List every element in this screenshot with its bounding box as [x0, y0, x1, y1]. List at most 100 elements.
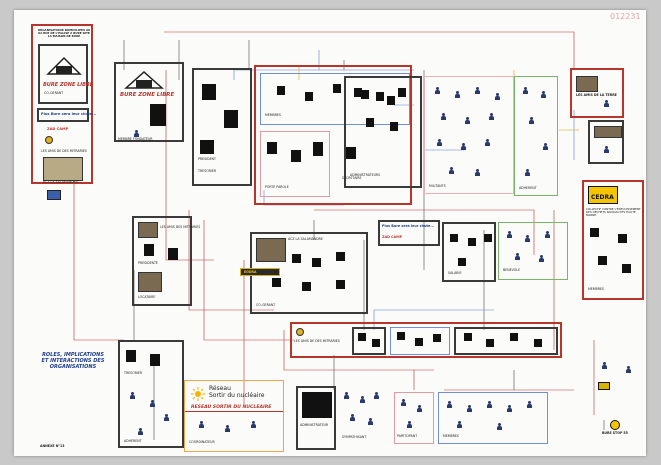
amis-terre-box: LES AMIS DE LA TERRE — [570, 68, 624, 118]
green-group: ADHERENT — [514, 76, 558, 196]
salamandre-photo — [43, 157, 83, 181]
small-badge — [598, 382, 610, 390]
label-acz-salamandre: ACZ LA SALAMANDRE — [288, 237, 323, 241]
label-salarie: SALARIE — [448, 271, 462, 275]
bure-zone-libre-logo-icon-2 — [124, 70, 164, 89]
reseau-line1: Réseau — [209, 385, 231, 392]
page-number: 012231 — [610, 12, 641, 21]
diagram-sheet: 012231 ORGANISATIONS DOMICILIEES AU 02 R… — [14, 10, 646, 456]
blue-group-bottom: MEMBRES — [438, 392, 548, 444]
label-secretaire: SECRETAIRE — [342, 176, 362, 180]
label-administrateurs: ADMINISTRATEURS — [350, 173, 381, 177]
org-box-lower-left: TRESORIER ADHERENT — [118, 340, 184, 448]
plus-bure-box-2: Plus Bure sera leur chute... ZAD CAMP — [378, 220, 440, 246]
person-icon — [134, 130, 139, 137]
label-co-gerant: CO-GERANT — [44, 91, 64, 95]
org-box-bottom-center: ADMINISTRATEUR — [296, 386, 336, 450]
reseau-line2: Sortir du nucléaire — [209, 392, 265, 399]
amis-terre-label: LES AMIS DE LA TERRE — [576, 93, 617, 97]
org-box-central-left: PRESIDENT TRESORIER — [192, 68, 252, 186]
redacted-photo — [202, 84, 216, 100]
domiciled-orgs-title: ORGANISATIONS DOMICILIEES AU 02 RUE DE L… — [37, 28, 91, 39]
org-box-red-center: MEMBRES PORTE PAROLE SECRETAIRE — [254, 65, 412, 205]
diagram-title: ROLES, IMPLICATIONS ET INTERACTIONS DES … — [41, 352, 105, 370]
label-benevole: BENEVOLE — [503, 268, 521, 272]
label-locataire: LOCATAIRE — [138, 295, 156, 299]
label-president: PRESIDENT — [198, 157, 216, 161]
house-icon — [47, 190, 61, 200]
bure-stop-logo-icon — [610, 420, 620, 430]
green-group-2: BENEVOLE — [498, 222, 568, 280]
redacted-photo — [224, 110, 238, 128]
label-administrateur: ADMINISTRATEUR — [300, 423, 329, 427]
label-coordinateur: COORDINATEUR — [189, 440, 215, 444]
plus-bure-box: Plus Bure sera leur chute... — [37, 108, 96, 122]
plus-bure-text-2: Plus Bure sera leur chute... — [382, 224, 435, 228]
label-militants: MILITANTS — [429, 184, 446, 188]
label-sympathisant: SYMPATHISANT — [342, 435, 367, 439]
label-membres-bottom: MEMBRES — [443, 434, 459, 438]
cedra-box: CEDRA COLLECTIF CONTRE L'ENFOUISSEMENT D… — [582, 180, 644, 300]
label-les-amis-2: LES AMIS DES MITRARIES — [160, 225, 201, 229]
label-tresorier-2: TRESORIER — [124, 371, 143, 375]
pink-group: PORTE PAROLE — [260, 131, 330, 197]
blue-group: MEMBRES — [260, 73, 410, 125]
redacted-photo — [150, 104, 166, 126]
small-org-box-right — [588, 120, 624, 164]
label-adherent: ADHERENT — [519, 186, 537, 190]
pink-group-bottom: PARTICIPANT — [394, 392, 434, 444]
bure-zone-libre-title-left: BURE ZONE LIBRE — [43, 82, 94, 88]
org-photo — [256, 238, 286, 262]
label-membre-fondateur: MEMBRE FONDATEUR — [118, 137, 153, 141]
collectif-cedra-label: COLLECTIF CONTRE L'ENFOUISSEMENT DES DEC… — [586, 207, 641, 218]
label-tresorier: TRESORIER — [198, 169, 217, 173]
org-box-mid-left: LES AMIS DES MITRARIES PRESIDENTE LOCATA… — [132, 216, 200, 306]
eodra-text: EODRA — [244, 270, 257, 274]
bure-zone-libre-title: BURE ZONE LIBRE — [120, 92, 175, 98]
domiciled-orgs-box: ORGANISATIONS DOMICILIEES AU 02 RUE DE L… — [31, 24, 96, 184]
reseau-sortir-box: Réseau Sortir du nucléaire RESEAU SORTIR… — [184, 380, 284, 452]
label-president-2: PRESIDENTE — [138, 261, 158, 265]
org-box-mid-center: ACZ LA SALAMANDRE CO-GERANT — [250, 232, 368, 314]
cedra-logo: CEDRA — [588, 186, 618, 204]
les-amis-logo-icon — [45, 136, 53, 144]
redacted-photo — [302, 392, 332, 418]
eodra-badge: EODRA — [240, 268, 280, 276]
acz-salamandre-label: ACZ LA SALAMANDRE — [43, 180, 78, 184]
label-participant: PARTICIPANT — [397, 434, 418, 438]
zad-camp-label: ZAD CAMP — [382, 235, 403, 239]
label-porte-parole: PORTE PAROLE — [265, 185, 289, 189]
zad-camp-label-left: ZAD CAMP — [47, 127, 69, 131]
subgroup-2 — [390, 327, 450, 355]
org-box-black-center: ADMINISTRATEURS — [344, 76, 422, 188]
subgroup-3 — [454, 327, 558, 355]
bure-zone-libre-logo-icon — [46, 56, 82, 75]
cedra-logo-text: CEDRA — [591, 194, 614, 201]
reseau-banner: RESEAU SORTIR DU NUCLEAIRE — [191, 405, 272, 410]
org-photo — [138, 222, 158, 238]
org-box-lower-row: LES AMIS DE DES MITRARIES — [290, 322, 562, 358]
bure-stop-55-label: BURE STOP 55 — [602, 431, 628, 435]
label-membres: MEMBRES — [265, 113, 281, 117]
label-membres-cedra: MEMBRES — [588, 287, 604, 291]
person-icon — [626, 366, 631, 373]
label-adherent-2: ADHERENT — [124, 439, 142, 443]
les-amis-logo-icon-2 — [296, 328, 304, 336]
annex-label: ANNEXE N°13 — [40, 444, 65, 448]
person-icon — [602, 362, 607, 369]
subgroup-1 — [352, 327, 386, 355]
plus-bure-text: Plus Bure sera leur chute... — [41, 112, 97, 116]
amis-terre-photo — [576, 76, 598, 92]
label-les-amis-3: LES AMIS DE DES MITRARIES — [294, 339, 340, 343]
bure-zone-libre-box: BURE ZONE LIBRE MEMBRE FONDATEUR — [114, 62, 184, 142]
les-amis-label: LES AMIS DE DES MITRARIES — [41, 149, 87, 153]
bure-zone-libre-box-left: BURE ZONE LIBRE CO-GERANT — [38, 44, 93, 104]
redacted-photo — [200, 140, 214, 154]
members-cluster-right: MILITANTS — [424, 76, 514, 194]
org-box-mid-right: SALARIE — [442, 222, 496, 282]
people-cluster-bottom: SYMPATHISANT — [340, 388, 384, 448]
org-logo — [594, 126, 622, 138]
sun-logo-icon — [191, 387, 205, 401]
org-photo — [138, 272, 162, 292]
label-co-gerant-2: CO-GERANT — [256, 303, 276, 307]
